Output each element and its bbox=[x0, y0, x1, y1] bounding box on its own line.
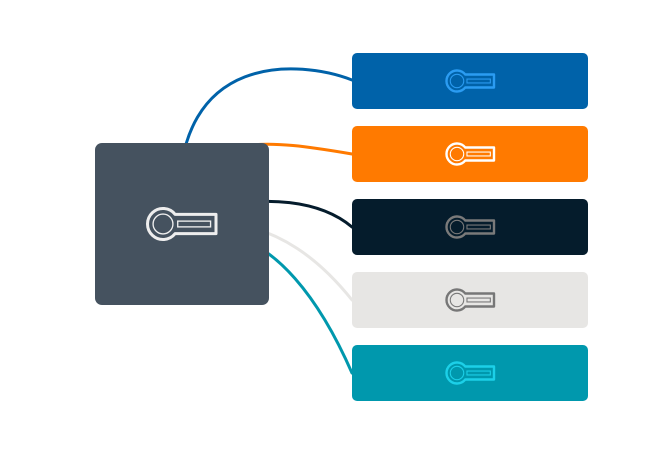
key-outline bbox=[445, 142, 496, 166]
key-icon bbox=[445, 142, 496, 166]
key-icon bbox=[146, 207, 218, 241]
key-ring bbox=[449, 73, 465, 89]
target-key-boxes bbox=[352, 53, 588, 401]
target-box-background bbox=[352, 126, 588, 182]
key-slot bbox=[466, 297, 491, 303]
key-icon bbox=[445, 361, 496, 385]
key-outline bbox=[445, 288, 496, 312]
source-key-box bbox=[95, 143, 269, 305]
key-ring bbox=[152, 213, 174, 235]
target-box-teal bbox=[352, 345, 588, 401]
key-outline bbox=[445, 69, 496, 93]
target-box-navy bbox=[352, 199, 588, 255]
key-icon bbox=[445, 215, 496, 239]
target-box-orange bbox=[352, 126, 588, 182]
target-box-background bbox=[352, 53, 588, 109]
key-ring bbox=[449, 146, 465, 162]
key-icon bbox=[445, 288, 496, 312]
key-slot bbox=[466, 151, 491, 157]
key-ring bbox=[449, 292, 465, 308]
target-box-background bbox=[352, 199, 588, 255]
key-slot bbox=[466, 78, 491, 84]
key-icon bbox=[445, 69, 496, 93]
key-outline bbox=[445, 361, 496, 385]
key-slot bbox=[466, 370, 491, 376]
key-ring bbox=[449, 365, 465, 381]
key-slot bbox=[177, 220, 212, 228]
key-slot bbox=[466, 224, 491, 230]
target-box-light-gray bbox=[352, 272, 588, 328]
key-outline bbox=[445, 215, 496, 239]
target-box-background bbox=[352, 345, 588, 401]
key-ring bbox=[449, 219, 465, 235]
target-box-blue bbox=[352, 53, 588, 109]
key-outline bbox=[146, 207, 218, 241]
target-box-background bbox=[352, 272, 588, 328]
